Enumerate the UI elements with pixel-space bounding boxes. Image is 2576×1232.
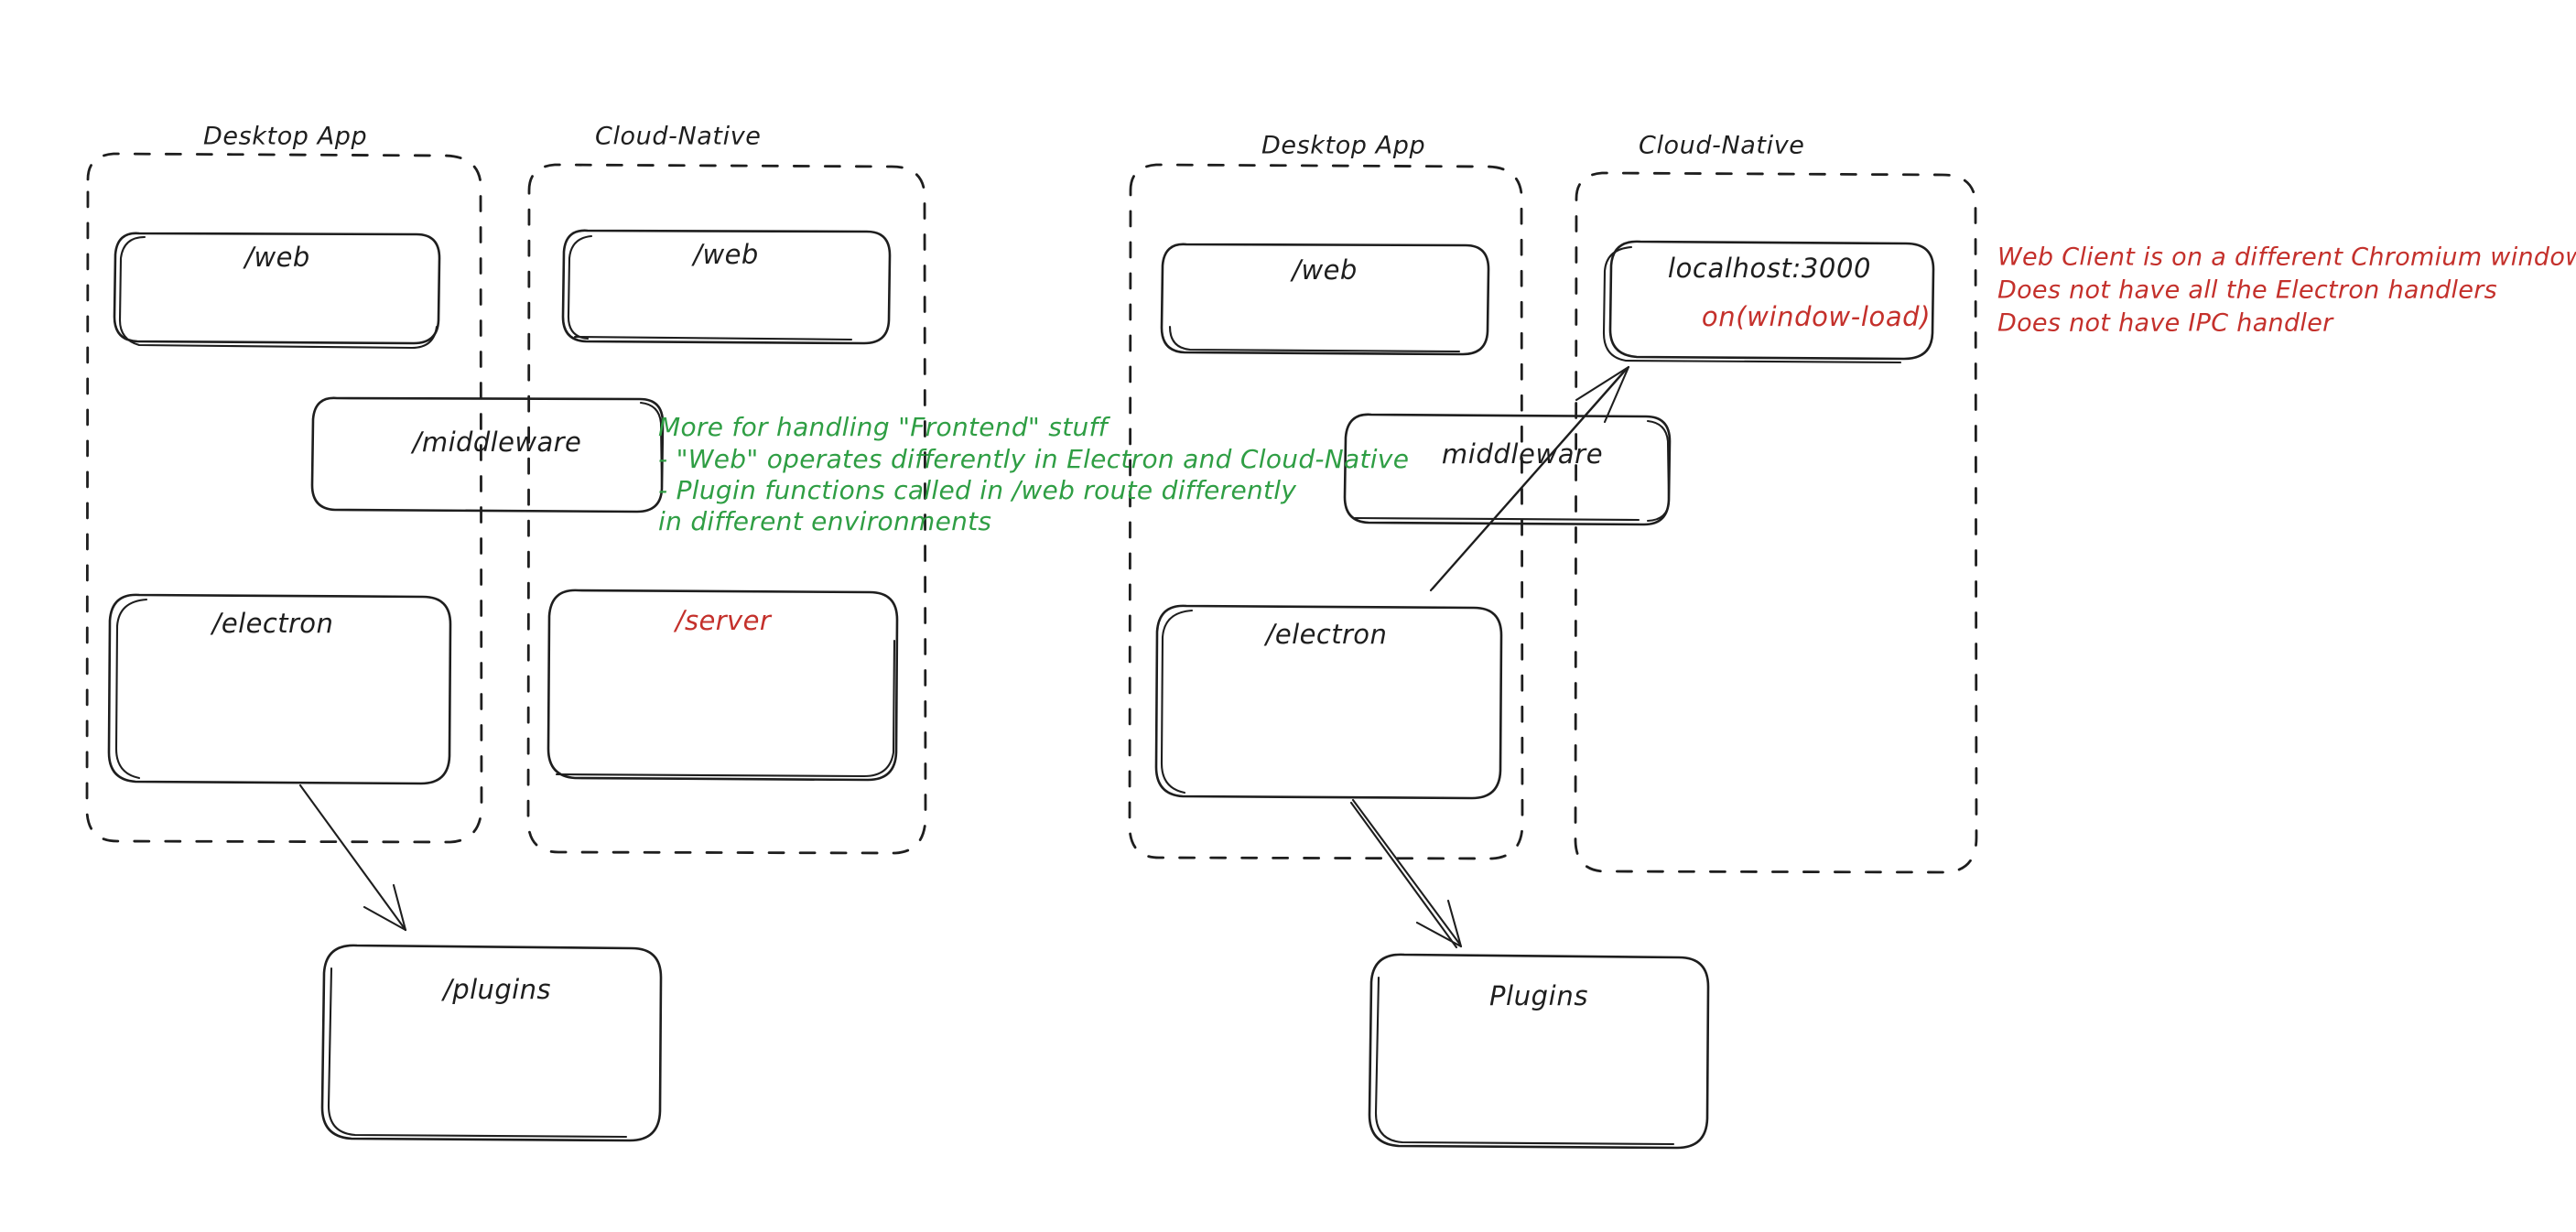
- node-label-left-desktop-electron: /electron: [210, 608, 333, 639]
- annotation-green-line-3: - Plugin functions called in /web route …: [658, 475, 1296, 505]
- node-label-right-desktop-web: /web: [1289, 254, 1357, 286]
- group-container-left-cloud-native[interactable]: [526, 163, 927, 855]
- group-container-right-desktop-app[interactable]: [1128, 163, 1524, 860]
- arrow-right-electron-to-localhost: [1429, 365, 1630, 592]
- node-left-middleware[interactable]: [310, 396, 665, 513]
- node-left-desktop-electron[interactable]: [107, 593, 452, 785]
- node-right-desktop-electron[interactable]: [1154, 604, 1503, 800]
- group-label-right-desktop-app: Desktop App: [1261, 132, 1425, 160]
- node-left-cloud-server[interactable]: [547, 589, 899, 782]
- node-label-right-middleware: middleware: [1442, 438, 1603, 470]
- node-label-left-cloud-server: /server: [673, 605, 773, 636]
- annotation-red-line-2: Does not have all the Electron handlers: [1997, 276, 2497, 305]
- annotation-green-line-1: More for handling "Frontend" stuff: [658, 412, 1111, 442]
- node-label-right-desktop-electron: /electron: [1263, 619, 1387, 650]
- node-left-desktop-web[interactable]: [113, 232, 441, 350]
- node-right-middleware[interactable]: [1343, 413, 1672, 526]
- node-left-cloud-web[interactable]: [561, 229, 892, 345]
- annotation-green-line-4: in different environments: [658, 506, 991, 536]
- annotation-green-note: More for handling "Frontend" stuff - "We…: [658, 412, 1409, 536]
- node-left-plugins[interactable]: [320, 944, 663, 1142]
- group-label-left-cloud-native: Cloud-Native: [595, 123, 762, 151]
- group-label-right-cloud-native: Cloud-Native: [1639, 132, 1805, 160]
- group-container-left-desktop-app[interactable]: [85, 152, 483, 844]
- node-right-localhost[interactable]: [1602, 240, 1935, 364]
- node-label-left-desktop-web: /web: [242, 242, 309, 273]
- annotation-red-line-3: Does not have IPC handler: [1997, 309, 2334, 338]
- node-sublabel-right-localhost-on-window-load: on(window-load): [1702, 301, 1931, 332]
- node-label-right-localhost: localhost:3000: [1668, 253, 1871, 284]
- node-label-left-plugins: /plugins: [440, 974, 551, 1005]
- node-label-left-cloud-web: /web: [690, 239, 758, 270]
- arrow-left-electron-to-plugins: [298, 784, 407, 932]
- arrow-right-electron-to-plugins: [1349, 798, 1463, 949]
- group-container-right-cloud-native[interactable]: [1574, 171, 1978, 874]
- node-right-desktop-web[interactable]: [1160, 243, 1490, 356]
- annotation-red-line-1: Web Client is on a different Chromium wi…: [1997, 243, 2576, 272]
- node-right-plugins[interactable]: [1368, 953, 1710, 1150]
- annotation-green-line-2: - "Web" operates differently in Electron…: [658, 444, 1409, 474]
- annotation-red-note: Web Client is on a different Chromium wi…: [1997, 243, 2576, 338]
- node-label-right-plugins: Plugins: [1489, 980, 1588, 1011]
- node-label-left-middleware: /middleware: [410, 427, 581, 458]
- group-label-left-desktop-app: Desktop App: [203, 123, 367, 151]
